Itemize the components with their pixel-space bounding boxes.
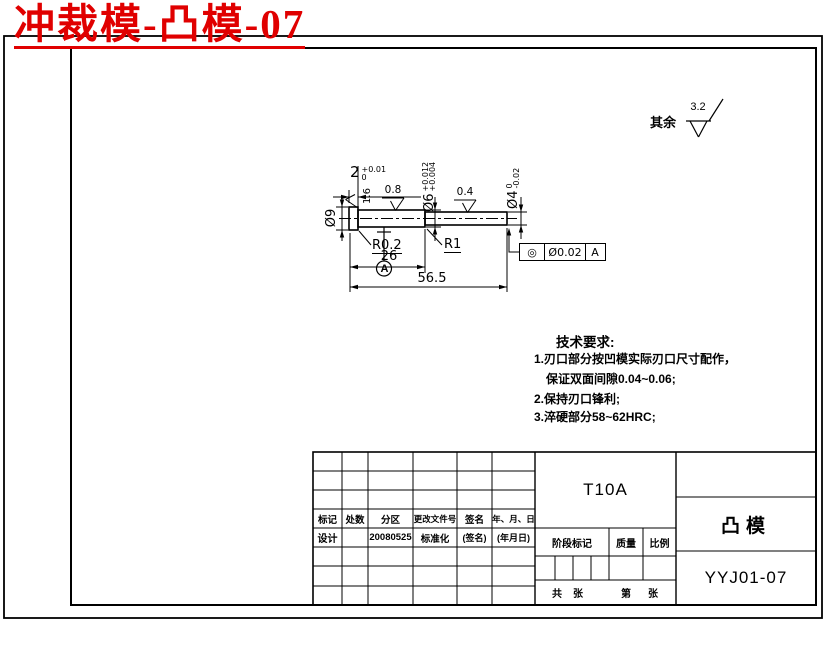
tb-design-date: 20080525	[369, 532, 412, 543]
dim-shank-dia: Ø6 +0.012+0.004	[421, 150, 438, 212]
tech-requirement-item: 1.刃口部分按凹模实际刃口尺寸配作，	[534, 352, 737, 366]
tb-part-name: 凸模	[720, 515, 771, 537]
tb-date-placeholder: (年月日)	[497, 533, 530, 543]
tb-scale-label: 比例	[649, 538, 670, 550]
dim-tip-dia-lower: -0.02	[512, 167, 521, 189]
tb-header-zone: 分区	[380, 514, 400, 526]
tb-mass-label: 质量	[616, 538, 636, 550]
dim-total-length: 56.5	[417, 271, 447, 286]
dim-mid-length: 26	[380, 249, 398, 264]
tb-material: T10A	[583, 480, 628, 499]
tb-stage-mark-label: 阶段标记	[552, 538, 592, 550]
tb-header-date: 年、月、日	[492, 513, 535, 524]
fillet-head-label: R0.2	[372, 238, 402, 254]
dim-shank-dia-lower: +0.004	[428, 161, 437, 192]
fcf-datum: A	[584, 243, 606, 261]
general-roughness-value: 3.2	[690, 101, 706, 113]
tb-header-count: 处数	[345, 514, 365, 526]
roughness-symbol-tip	[454, 199, 477, 213]
page-title: 冲裁模-凸模-07	[14, 1, 306, 49]
tb-sheet-unit2-label: 张	[648, 589, 658, 600]
tech-requirements-title: 技术要求:	[556, 335, 615, 350]
concentricity-icon: ◎	[518, 243, 546, 261]
general-roughness-symbol	[686, 98, 724, 138]
tb-header-signature: 签名	[464, 514, 484, 526]
dim-head-thickness-lower: 0	[361, 172, 367, 182]
feature-control-frame: ◎ Ø0.02 A	[518, 243, 606, 261]
datum-symbol	[375, 227, 393, 277]
general-roughness-label: 其余	[650, 115, 677, 130]
roughness-symbol-shank	[382, 197, 405, 211]
tb-drawing-number: YYJ01-07	[704, 568, 788, 587]
tech-requirement-item: 保证双面间隙0.04~0.06;	[546, 372, 676, 386]
tb-design-label: 设计	[317, 534, 338, 545]
fcf-leader	[506, 228, 520, 253]
title-block-grid	[312, 451, 817, 606]
roughness-shank-value: 0.8	[384, 184, 402, 196]
tb-header-mark: 标记	[317, 514, 337, 526]
fillet-step-label: R1	[444, 237, 462, 253]
tb-standardization-label: 标准化	[420, 533, 450, 545]
dim-head-thickness-value: 2	[350, 163, 360, 181]
fillet-leaders	[358, 228, 443, 246]
tb-sheet-total-label: 共	[552, 589, 562, 600]
fcf-tolerance: Ø0.02	[544, 243, 586, 261]
tb-signature-placeholder: (签名)	[462, 533, 487, 543]
tb-sheet-no-label: 第	[621, 589, 631, 600]
tech-requirement-item: 3.淬硬部分58~62HRC;	[534, 410, 656, 424]
dim-head-dia: Ø9	[323, 208, 339, 228]
roughness-symbol-head-face	[345, 186, 359, 209]
datum-label: A	[380, 262, 389, 275]
tb-sheet-unit-label: 张	[573, 589, 583, 600]
dimension-lines	[333, 194, 524, 290]
dim-tip-dia-value: Ø4	[505, 190, 521, 209]
tech-requirement-item: 2.保持刃口锋利;	[534, 392, 621, 406]
roughness-tip-value: 0.4	[456, 186, 474, 198]
roughness-head-face-value: 1.6	[361, 188, 373, 204]
dim-shank-dia-value: Ø6	[421, 193, 437, 212]
tb-header-change-doc: 更改文件号	[413, 513, 457, 524]
dim-tip-dia: Ø4 0-0.02	[505, 155, 522, 209]
dim-head-thickness-upper: +0.01	[361, 165, 387, 174]
